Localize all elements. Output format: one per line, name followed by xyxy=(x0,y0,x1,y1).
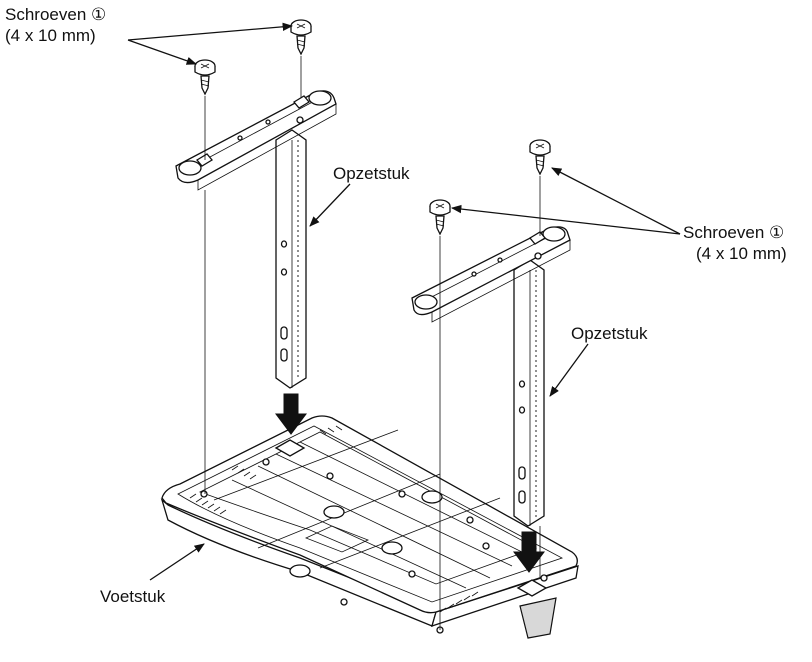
screw-icon xyxy=(290,19,312,56)
screw-icon xyxy=(429,199,451,236)
label-attachment-right: Opzetstuk xyxy=(571,324,648,343)
label-attachment-left: Opzetstuk xyxy=(333,164,410,183)
label-screws-right-size: (4 x 10 mm) xyxy=(696,244,787,263)
label-screws-right: Schroeven ① xyxy=(683,223,785,242)
arrow-down-icon xyxy=(275,393,307,435)
arrow-down-icon xyxy=(513,531,545,573)
label-screws-top-size: (4 x 10 mm) xyxy=(5,26,96,45)
attachment-right xyxy=(411,226,571,527)
leader-lines xyxy=(127,22,681,581)
screw-icon xyxy=(529,139,551,176)
guide-lines xyxy=(204,56,541,630)
label-base: Voetstuk xyxy=(100,587,166,606)
base-stand xyxy=(160,415,579,639)
label-screws-top: Schroeven ① xyxy=(5,5,107,24)
screw-icon xyxy=(194,59,216,96)
attachment-left xyxy=(175,90,337,389)
